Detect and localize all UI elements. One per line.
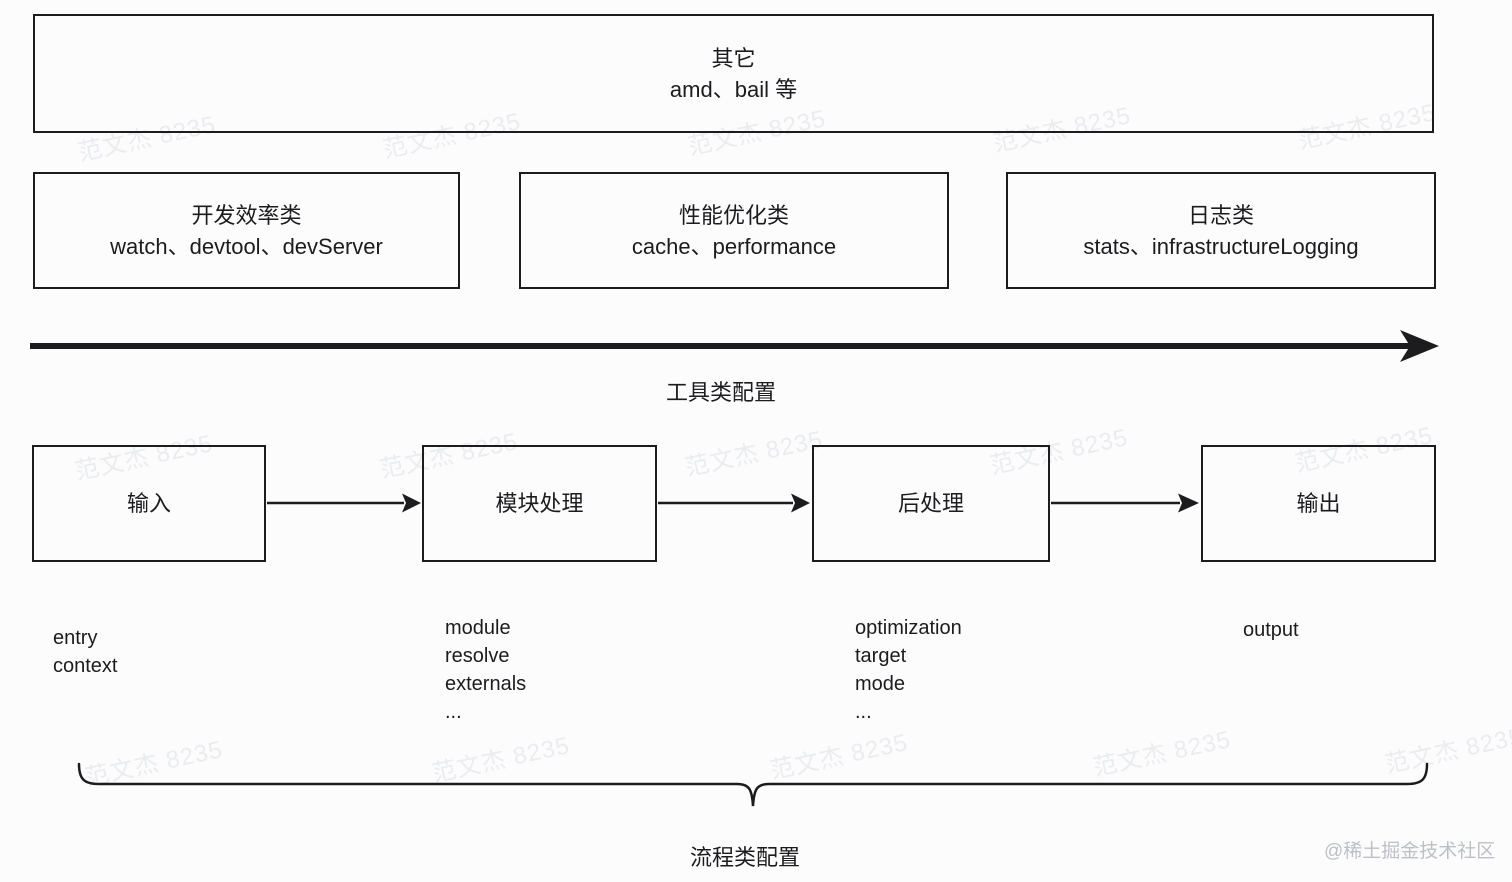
options-list-output: output <box>1243 616 1299 644</box>
flow-box-label: 后处理 <box>897 491 964 516</box>
flow-box-input: 输入 <box>32 445 266 562</box>
flow-box-output: 输出 <box>1201 445 1436 562</box>
tool-axis-arrow <box>30 330 1439 362</box>
option-item: entry <box>53 627 98 649</box>
option-item: ... <box>445 701 462 723</box>
tool-box-logging: 日志类 stats、infrastructureLogging <box>1006 172 1436 289</box>
flow-group-brace <box>77 762 1429 807</box>
misc-config-subtitle: amd、bail 等 <box>669 76 798 102</box>
tool-box-subtitle: watch、devtool、devServer <box>110 233 383 259</box>
flow-box-post-processing: 后处理 <box>812 445 1050 562</box>
option-item: output <box>1243 619 1299 641</box>
option-item: ... <box>855 701 872 723</box>
option-item: resolve <box>445 645 510 667</box>
flow-connector-arrow-2 <box>658 493 810 513</box>
options-list-post-processing: optimization target mode ... <box>855 614 962 726</box>
tool-box-title: 日志类 <box>1187 202 1254 228</box>
flow-connector-arrow-1 <box>267 493 421 513</box>
options-list-input: entry context <box>53 624 117 680</box>
flow-connector-arrow-3 <box>1051 493 1199 513</box>
tool-box-subtitle: stats、infrastructureLogging <box>1083 233 1359 259</box>
tool-box-title: 开发效率类 <box>191 202 302 228</box>
flow-box-label: 模块处理 <box>495 491 584 516</box>
option-item: mode <box>855 673 906 695</box>
option-item: module <box>445 617 511 639</box>
tool-axis-label: 工具类配置 <box>665 380 776 405</box>
misc-config-title: 其它 <box>711 45 756 71</box>
option-item: target <box>855 645 907 667</box>
flow-box-label: 输出 <box>1296 491 1341 516</box>
flow-box-label: 输入 <box>126 491 171 516</box>
flow-group-label: 流程类配置 <box>689 845 800 870</box>
tool-box-title: 性能优化类 <box>678 202 789 228</box>
tool-box-dev-efficiency: 开发效率类 watch、devtool、devServer <box>33 172 460 289</box>
option-item: context <box>53 655 118 677</box>
option-item: externals <box>445 673 527 695</box>
options-list-module-processing: module resolve externals ... <box>445 614 526 726</box>
tool-box-subtitle: cache、performance <box>631 233 837 259</box>
tool-box-performance: 性能优化类 cache、performance <box>519 172 949 289</box>
misc-config-box: 其它 amd、bail 等 <box>33 14 1434 133</box>
option-item: optimization <box>855 617 962 639</box>
community-credit: @稀土掘金技术社区 <box>1324 841 1496 862</box>
flow-box-module-processing: 模块处理 <box>422 445 657 562</box>
